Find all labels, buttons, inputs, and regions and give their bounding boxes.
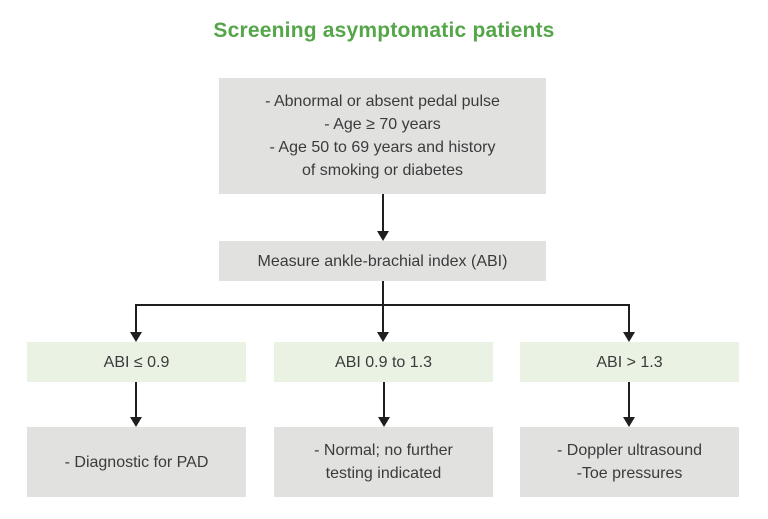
arrow-condition-to-result-line <box>135 382 137 417</box>
connector-trunk-line <box>382 281 384 332</box>
criteria-box: - Abnormal or absent pedal pulse - Age ≥… <box>219 78 546 194</box>
arrow-down-head-icon <box>130 417 142 427</box>
criteria-line: of smoking or diabetes <box>302 162 463 179</box>
measure-abi-box: Measure ankle-brachial index (ABI) <box>219 241 546 281</box>
arrow-condition-to-result-line <box>383 382 385 417</box>
condition-box-abi-high: ABI > 1.3 <box>520 342 739 382</box>
measure-abi-label: Measure ankle-brachial index (ABI) <box>257 252 508 270</box>
condition-label: ABI ≤ 0.9 <box>103 353 170 371</box>
condition-box-abi-low: ABI ≤ 0.9 <box>27 342 246 382</box>
result-box-pad: - Diagnostic for PAD <box>27 427 246 497</box>
arrow-down-head-icon <box>377 332 389 342</box>
condition-label: ABI > 1.3 <box>596 353 663 371</box>
arrow-down-head-icon <box>378 417 390 427</box>
result-box-normal: - Normal; no further testing indicated <box>274 427 493 497</box>
arrow-down-head-icon <box>377 231 389 241</box>
arrow-down-head-icon <box>623 332 635 342</box>
result-box-further-testing: - Doppler ultrasound -Toe pressures <box>520 427 739 497</box>
arrow-criteria-to-measure-line <box>382 194 384 233</box>
criteria-line: - Abnormal or absent pedal pulse <box>265 93 500 110</box>
arrow-down-head-icon <box>130 332 142 342</box>
arrow-condition-to-result-line <box>628 382 630 417</box>
connector-horizontal-line <box>135 304 630 306</box>
result-line: - Doppler ultrasound <box>557 442 702 459</box>
diagram-title: Screening asymptomatic patients <box>213 19 555 42</box>
condition-label: ABI 0.9 to 1.3 <box>335 353 432 371</box>
result-line: - Diagnostic for PAD <box>64 453 209 471</box>
condition-box-abi-normal: ABI 0.9 to 1.3 <box>274 342 493 382</box>
connector-left-drop-line <box>135 304 137 332</box>
result-line: testing indicated <box>325 465 442 482</box>
arrow-down-head-icon <box>623 417 635 427</box>
criteria-line: - Age ≥ 70 years <box>324 116 441 133</box>
connector-right-drop-line <box>628 304 630 332</box>
result-line: - Normal; no further <box>314 442 453 459</box>
criteria-line: - Age 50 to 69 years and history <box>269 139 496 156</box>
result-line: -Toe pressures <box>576 465 683 482</box>
